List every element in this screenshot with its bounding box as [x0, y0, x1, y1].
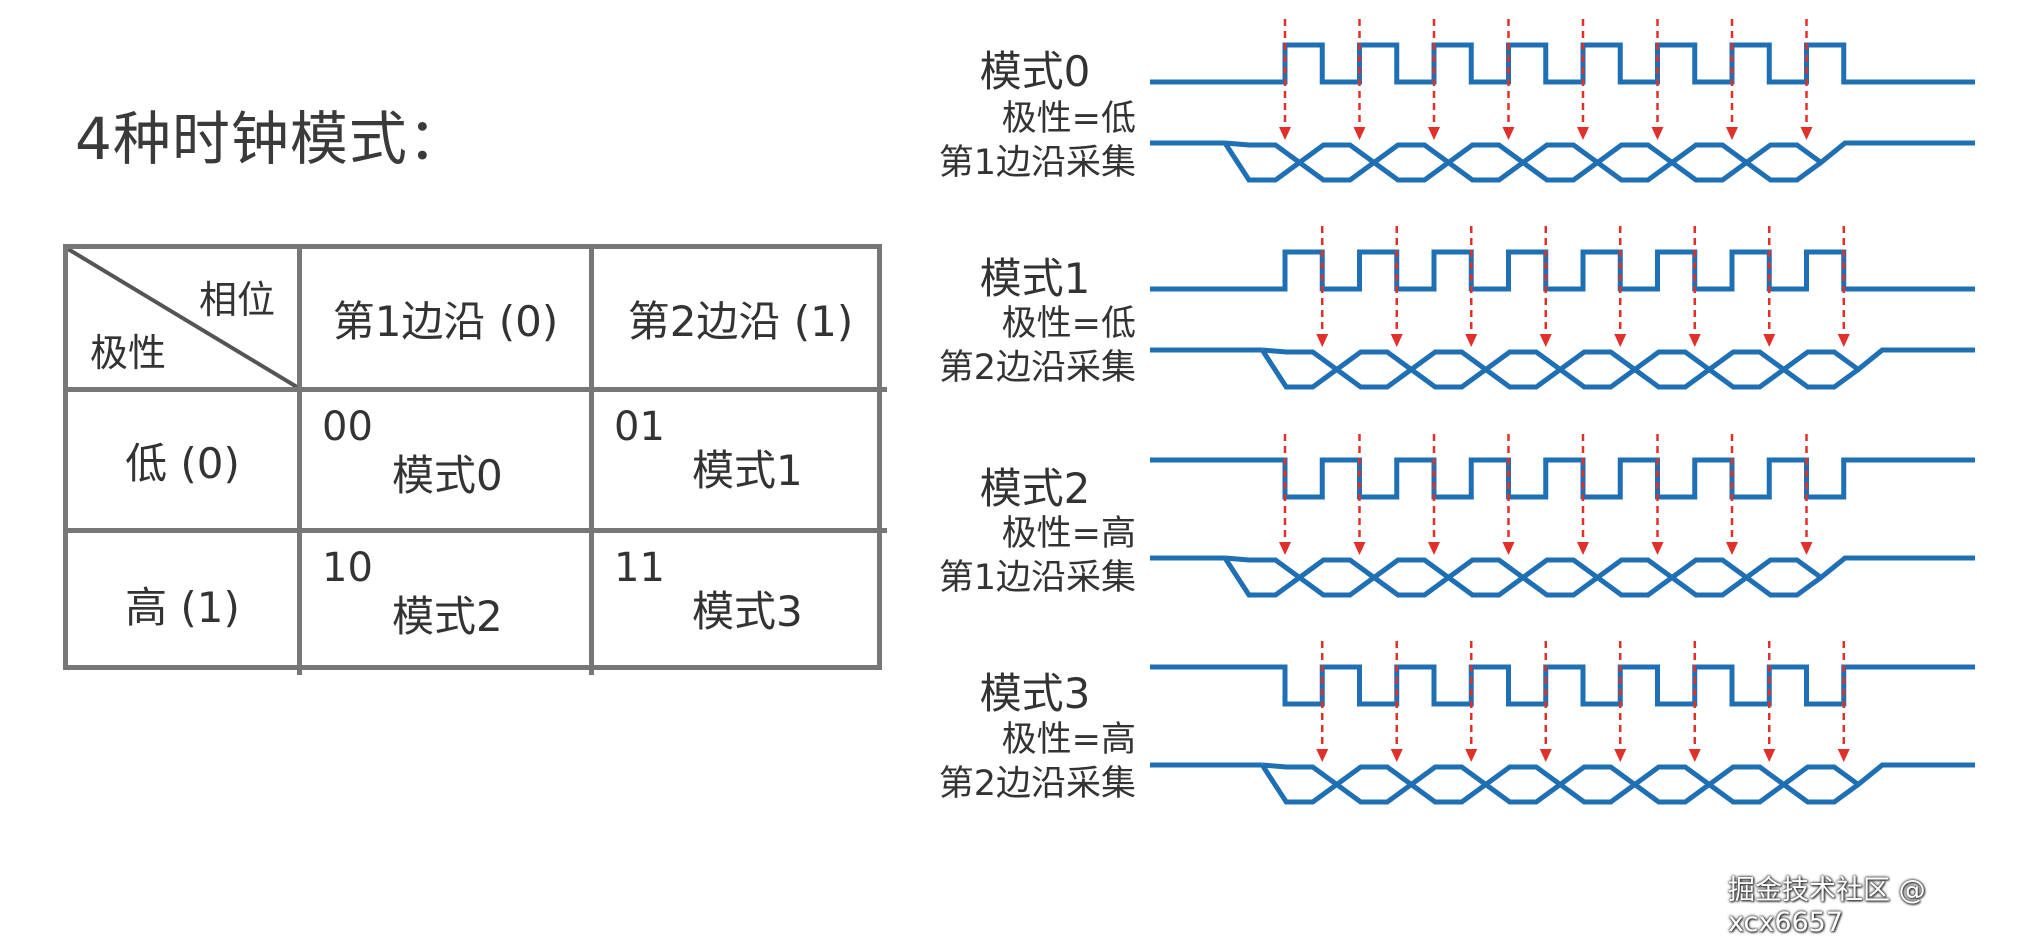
sample-arrow-head [1502, 127, 1515, 140]
data-signal-upper [1224, 140, 1975, 166]
sample-arrow-head [1390, 749, 1403, 762]
sample-arrow-head [1316, 749, 1329, 762]
col-header-first-edge: 第1边沿 (0) [302, 249, 594, 392]
corner-diagonal [68, 249, 297, 387]
sample-arrow-head [1577, 127, 1589, 140]
sample-arrow-head [1353, 542, 1366, 555]
sample-arrow-head [1316, 334, 1329, 347]
sample-arrow-head [1539, 749, 1552, 762]
sample-arrow-head [1614, 749, 1627, 762]
sample-arrow-head [1763, 749, 1776, 762]
row-header-low: 低 (0) [68, 392, 302, 533]
mode-name: 模式0 [392, 451, 503, 500]
waveform-mode-name: 模式2 [979, 464, 1091, 513]
sample-arrow-head [1688, 334, 1701, 347]
mode-code: 11 [614, 545, 665, 591]
waveform-edge: 第1边沿采集 [938, 558, 1136, 598]
sample-arrow-head [1577, 542, 1589, 555]
corner-cell: 相位 极性 [68, 249, 302, 392]
table-cell-mode1: 01 模式1 [594, 392, 887, 533]
clock-signal-line [1150, 457, 1975, 500]
sample-arrow-head [1279, 127, 1291, 140]
data-signal-upper [1262, 762, 1975, 788]
sample-arrow-head [1800, 542, 1813, 555]
sample-arrow-head [1651, 127, 1664, 140]
mode-name: 模式1 [692, 446, 803, 495]
sample-arrow-head [1428, 542, 1440, 555]
waveform-edge: 第1边沿采集 [938, 143, 1136, 183]
waveform-polarity: 极性=高 [1001, 720, 1136, 760]
sample-arrow-head [1837, 334, 1850, 347]
col-header-second-edge: 第2边沿 (1) [594, 249, 887, 392]
sample-arrow-head [1428, 127, 1440, 140]
page-title: 4种时钟模式： [75, 105, 467, 173]
data-signal-upper [1262, 347, 1975, 373]
waveform-edge: 第2边沿采集 [938, 348, 1136, 388]
sample-arrow-head [1279, 542, 1291, 555]
table-cell-mode2: 10 模式2 [302, 533, 594, 675]
sample-arrow-head [1763, 334, 1776, 347]
waveform-mode-name: 模式3 [979, 669, 1091, 718]
sample-arrow-head [1465, 334, 1478, 347]
sample-arrow-head [1614, 334, 1627, 347]
sample-arrow-head [1688, 749, 1701, 762]
mode-name: 模式3 [692, 587, 803, 636]
row-header-high: 高 (1) [68, 533, 302, 675]
sample-arrow-head [1465, 749, 1478, 762]
corner-polarity-label: 极性 [90, 331, 167, 375]
sample-arrow-head [1539, 334, 1552, 347]
watermark: 掘金技术社区 @ xcx6657 [1728, 875, 1926, 938]
sample-arrow-head [1502, 542, 1515, 555]
data-signal-lower [1222, 556, 1823, 598]
waveform-polarity: 极性=高 [1001, 514, 1136, 554]
mode-code: 01 [614, 404, 665, 450]
table-cell-mode0: 00 模式0 [302, 392, 594, 533]
mode-name: 模式2 [392, 592, 503, 641]
waveform-mode-name: 模式1 [979, 254, 1091, 303]
data-signal-upper [1224, 555, 1975, 581]
table-cell-mode3: 11 模式3 [594, 533, 887, 675]
corner-phase-label: 相位 [198, 278, 275, 322]
waveform-edge: 第2边沿采集 [938, 764, 1136, 804]
clock-mode-table: 相位 极性 第1边沿 (0) 第2边沿 (1) 低 (0) 00 模式0 01 … [63, 244, 887, 675]
sample-arrow-head [1390, 334, 1403, 347]
sample-arrow-head [1837, 749, 1850, 762]
sample-arrow-head [1726, 127, 1738, 140]
data-signal-lower [1260, 348, 1860, 390]
sample-arrow-head [1651, 542, 1664, 555]
waveform-mode-name: 模式0 [979, 47, 1091, 96]
clock-signal-line [1150, 249, 1975, 292]
data-signal-lower [1260, 763, 1860, 805]
waveform-polarity: 极性=低 [1001, 304, 1136, 344]
sample-arrow-head [1353, 127, 1366, 140]
clock-signal-line [1150, 42, 1975, 85]
sample-arrow-head [1726, 542, 1738, 555]
sample-arrow-head [1800, 127, 1813, 140]
clock-signal-line [1150, 664, 1975, 707]
waveform-polarity: 极性=低 [1001, 99, 1136, 139]
data-signal-lower [1222, 141, 1823, 183]
mode-code: 10 [322, 545, 373, 591]
mode-code: 00 [322, 404, 373, 450]
